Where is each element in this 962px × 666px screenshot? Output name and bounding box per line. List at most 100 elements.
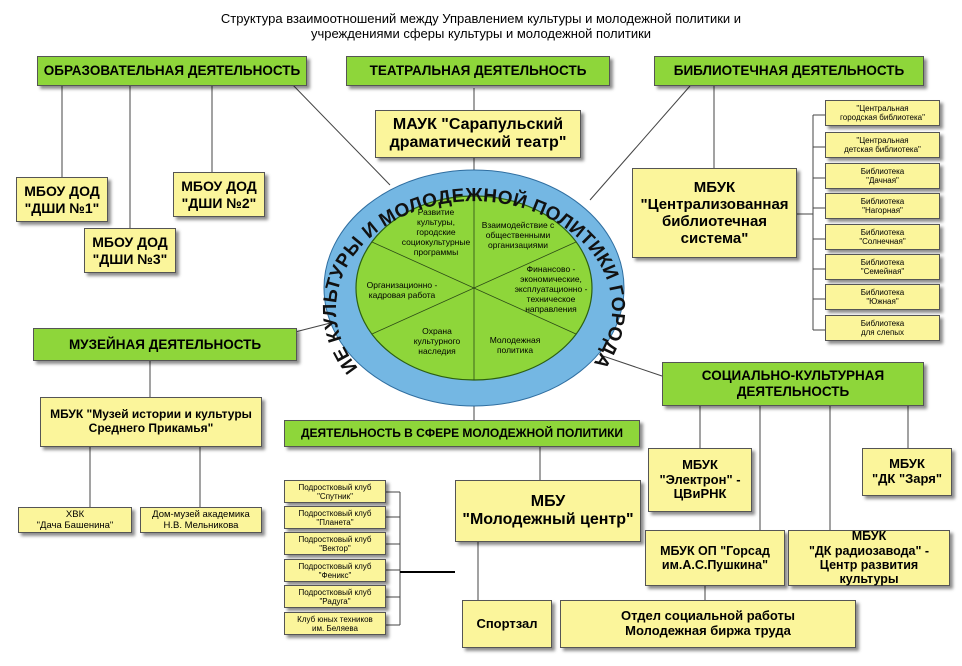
category-social-line2: ДЕЯТЕЛЬНОСТЬ <box>736 384 850 399</box>
unit-social-work-line1: Отдел социальной работы <box>621 608 795 624</box>
unit-dk-radiozavoda-line1: МБУК <box>851 529 887 544</box>
youth-club-line1: Подростковый клуб <box>298 508 372 518</box>
unit-dshi-2: МБОУ ДОД "ДШИ №2" <box>173 172 265 217</box>
library-branch: Библиотека"Солнечная" <box>825 224 940 250</box>
library-branch-line1: Библиотека <box>860 288 905 297</box>
category-social: СОЦИАЛЬНО-КУЛЬТУРНАЯ ДЕЯТЕЛЬНОСТЬ <box>662 362 924 406</box>
youth-club-line2: им. Беляева <box>312 623 358 633</box>
page-title-line1: Структура взаимоотношений между Управлен… <box>220 11 742 26</box>
youth-club-line2: "Радуга" <box>319 596 351 606</box>
page-title-line2: учреждениями сферы культуры и молодежной… <box>310 26 652 41</box>
unit-melnikov-museum: Дом-музей академика Н.В. Мельникова <box>140 507 262 533</box>
unit-melnikov-museum-line2: Н.В. Мельникова <box>163 520 239 531</box>
unit-dshi-3-line2: "ДШИ №3" <box>92 250 168 267</box>
library-branch-line1: Библиотека <box>860 258 905 267</box>
category-youth: ДЕЯТЕЛЬНОСТЬ В СФЕРЕ МОЛОДЕЖНОЙ ПОЛИТИКИ <box>284 420 640 447</box>
library-branch-line2: для слепых <box>860 328 905 337</box>
sector-culture-programs: Развитие культуры, городские социокульту… <box>401 207 471 257</box>
library-branch-line2: "Солнечная" <box>859 237 906 246</box>
unit-social-work-line2: Молодежная биржа труда <box>625 623 791 638</box>
youth-club-line2: "Вектор" <box>319 543 351 553</box>
library-branch-line2: детская библиотека" <box>844 145 921 154</box>
unit-library-system: МБУК "Централизованная библиотечная сист… <box>632 168 797 258</box>
youth-club-line1: Подростковый клуб <box>298 482 372 492</box>
library-branch-line1: "Центральная <box>856 136 909 145</box>
library-branch: Библиотека"Семейная" <box>825 254 940 280</box>
sector-youth-policy: Молодежная политика <box>489 335 541 355</box>
unit-drama-theater: МАУК "Сарапульский драматический театр" <box>375 110 581 158</box>
unit-dshi-2-line1: МБОУ ДОД <box>181 178 257 195</box>
unit-dk-zarya-line2: "ДК "Заря" <box>871 471 943 486</box>
library-branch-line1: Библиотека <box>860 319 905 328</box>
youth-club-line1: Клуб юных техников <box>297 614 373 624</box>
youth-club-line2: "Спутник" <box>317 491 353 501</box>
sector-public-organizations: Взаимодействие с общественными организац… <box>481 220 555 250</box>
youth-club: Подростковый клуб"Феникс" <box>284 559 386 582</box>
category-theater: ТЕАТРАЛЬНАЯ ДЕЯТЕЛЬНОСТЬ <box>346 56 610 86</box>
unit-electron-line1: МБУК <box>682 456 718 472</box>
youth-club-line1: Подростковый клуб <box>298 561 372 571</box>
unit-electron: МБУК "Электрон" - ЦВиРНК <box>648 448 752 512</box>
category-museum: МУЗЕЙНАЯ ДЕЯТЕЛЬНОСТЬ <box>33 328 297 361</box>
library-branch: Библиотека"Южная" <box>825 284 940 310</box>
youth-club: Подростковый клуб"Спутник" <box>284 480 386 503</box>
sector-finance-economics: Финансово - экономические, эксплуатацион… <box>514 264 588 314</box>
sector-hr-organization: Организационно - кадровая работа <box>366 280 438 300</box>
youth-club: Подростковый клуб"Радуга" <box>284 585 386 608</box>
library-branch-line2: городская библиотека" <box>840 113 925 122</box>
youth-club-line1: Подростковый клуб <box>298 534 372 544</box>
unit-electron-line3: ЦВиРНК <box>673 486 727 502</box>
unit-library-system-line2: "Централизованная <box>640 195 789 213</box>
unit-dshi-3-line1: МБОУ ДОД <box>92 234 168 251</box>
unit-dshi-3: МБОУ ДОД "ДШИ №3" <box>84 228 176 273</box>
library-branch-line1: Библиотека <box>860 228 905 237</box>
unit-dk-radiozavoda: МБУК "ДК радиозавода" - Центр развития к… <box>788 529 950 586</box>
unit-dacha-bashenina-line1: ХВК <box>65 509 85 520</box>
unit-social-work: Отдел социальной работы Молодежная биржа… <box>560 600 856 648</box>
unit-library-system-line4: система" <box>680 230 749 248</box>
youth-club-line2: "Феникс" <box>318 570 352 580</box>
youth-club: Подростковый клуб"Вектор" <box>284 532 386 555</box>
youth-club: Подростковый клуб"Планета" <box>284 506 386 529</box>
library-branch-line2: "Южная" <box>866 297 899 306</box>
library-branch-line2: "Дачная" <box>866 176 899 185</box>
unit-electron-line2: "Электрон" - <box>659 471 741 487</box>
unit-dk-radiozavoda-line2: "ДК радиозавода" - <box>808 543 930 558</box>
unit-dk-zarya: МБУК "ДК "Заря" <box>862 448 952 496</box>
library-branch-line1: "Центральная <box>856 104 909 113</box>
unit-dshi-1: МБОУ ДОД "ДШИ №1" <box>16 177 108 222</box>
unit-library-system-line3: библиотечная <box>661 213 768 230</box>
unit-library-system-line1: МБУК <box>693 178 736 196</box>
unit-dshi-1-line2: "ДШИ №1" <box>24 199 100 216</box>
library-branch-line2: "Нагорная" <box>862 206 903 215</box>
unit-dacha-bashenina: ХВК "Дача Башенина" <box>18 507 132 533</box>
unit-gorsad-line2: им.А.С.Пушкина" <box>661 558 769 572</box>
library-branch-line2: "Семейная" <box>860 267 905 276</box>
unit-youth-center: МБУ "Молодежный центр" <box>455 480 641 542</box>
unit-gorsad-line1: МБУК ОП "Горсад <box>660 543 770 558</box>
unit-museum-line1: МБУК "Музей истории и культуры <box>50 407 252 422</box>
unit-gorsad: МБУК ОП "Горсад им.А.С.Пушкина" <box>645 530 785 586</box>
unit-drama-theater-line2: драматический театр" <box>389 134 567 151</box>
category-social-line1: СОЦИАЛЬНО-КУЛЬТУРНАЯ <box>701 368 885 384</box>
library-branch-line1: Библиотека <box>860 197 905 206</box>
unit-dshi-1-line1: МБОУ ДОД <box>24 183 100 200</box>
library-branch-line1: Библиотека <box>860 167 905 176</box>
category-education: ОБРАЗОВАТЕЛЬНАЯ ДЕЯТЕЛЬНОСТЬ <box>37 56 307 86</box>
category-library: БИБЛИОТЕЧНАЯ ДЕЯТЕЛЬНОСТЬ <box>654 56 924 86</box>
youth-club-line2: "Планета" <box>316 517 354 527</box>
unit-youth-center-line1: МБУ <box>530 492 566 510</box>
unit-sport-hall: Спортзал <box>462 600 552 648</box>
unit-youth-center-line2: "Молодежный центр" <box>462 511 634 528</box>
unit-museum-line2: Среднего Прикамья" <box>88 421 214 435</box>
unit-dacha-bashenina-line2: "Дача Башенина" <box>36 520 114 531</box>
unit-drama-theater-line1: МАУК "Сарапульский <box>392 115 564 133</box>
library-branch: Библиотека"Дачная" <box>825 163 940 189</box>
unit-melnikov-museum-line1: Дом-музей академика <box>152 509 250 520</box>
